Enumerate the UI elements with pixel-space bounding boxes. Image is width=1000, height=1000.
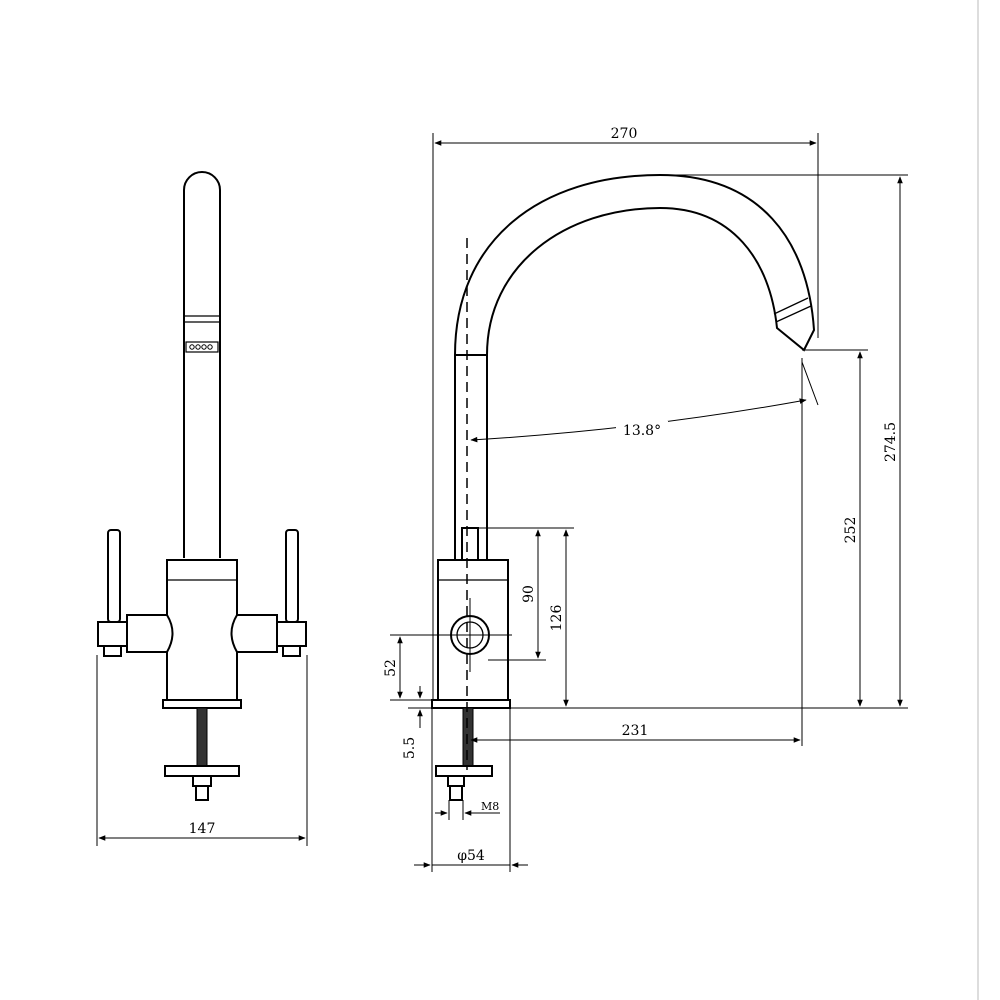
dim-outlet-height-label: 252 <box>843 517 859 544</box>
front-right-lever <box>285 529 299 623</box>
side-base-plate <box>431 699 511 709</box>
dim-projection-label: 231 <box>622 723 649 739</box>
dim-width-label: 147 <box>189 821 216 837</box>
dim-angle-label: 13.8° <box>623 423 661 439</box>
dim-base-diameter-label: φ54 <box>457 848 485 864</box>
front-base-plate <box>162 699 242 709</box>
front-threaded-rod <box>196 707 208 771</box>
side-fixing-plate <box>435 765 493 777</box>
front-spout-tube <box>183 171 221 558</box>
dim-plate-thickness-label: 5.5 <box>402 737 418 759</box>
side-threaded-rod <box>462 707 474 771</box>
dim-handle-axis-label: 52 <box>383 659 399 677</box>
front-left-cap <box>97 621 128 647</box>
dim-thread-label: M8 <box>481 800 499 813</box>
side-view: 270 274.5 252 231 13.8° 90 126 52 <box>383 126 908 872</box>
dim-reach-label: 270 <box>611 126 638 142</box>
front-view: 147 <box>96 171 308 846</box>
front-body <box>166 559 238 701</box>
front-right-cap <box>276 621 307 647</box>
front-fixing-plate <box>164 765 240 777</box>
dim-body-height-label: 126 <box>549 605 565 632</box>
front-right-arm <box>230 614 278 653</box>
front-left-arm <box>126 614 174 653</box>
dim-handle-height-label: 90 <box>521 585 537 603</box>
side-spout-arc <box>453 173 816 356</box>
front-left-lever <box>107 529 121 623</box>
dim-overall-height-label: 274.5 <box>883 422 899 462</box>
